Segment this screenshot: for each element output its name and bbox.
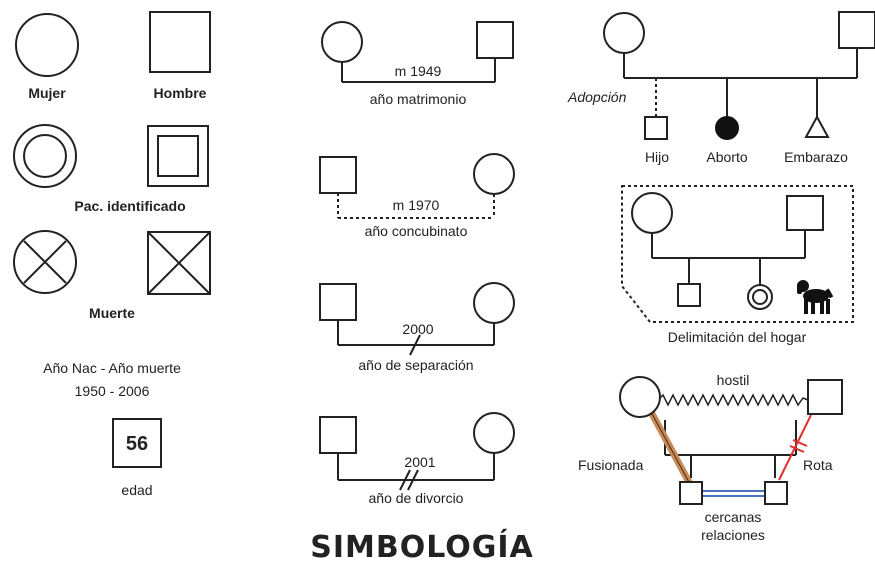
- birth-death-header: Año Nac - Año muerte: [43, 360, 181, 376]
- adoption-label: Adopción: [567, 89, 627, 105]
- household-label: Delimitación del hogar: [668, 329, 807, 345]
- relationships-diagram: [619, 376, 843, 505]
- identified-patient-label: Pac. identificado: [74, 198, 185, 214]
- cohabitation-year: m 1970: [393, 197, 440, 213]
- divorce-year: 2001: [404, 454, 435, 470]
- hostile-line: [657, 393, 809, 407]
- man-symbol: [476, 21, 514, 59]
- separation-label: año de separación: [358, 357, 473, 373]
- man-label: Hombre: [154, 85, 207, 101]
- separation-union: [319, 282, 515, 356]
- man-symbol: [149, 11, 211, 73]
- age-value: 56: [126, 433, 148, 455]
- pregnancy-label: Embarazo: [784, 149, 848, 165]
- divorce-label: año de divorcio: [369, 490, 464, 506]
- man-symbol: [786, 195, 824, 231]
- pregnancy-symbol: [804, 114, 830, 138]
- death-label: Muerte: [89, 305, 135, 321]
- cohabitation-label: año concubinato: [365, 223, 468, 239]
- close-label-line2: relaciones: [701, 527, 765, 543]
- man-symbol: [319, 156, 357, 194]
- age-label: edad: [121, 482, 152, 498]
- woman-symbol: [473, 153, 515, 195]
- man-symbol: [319, 416, 357, 454]
- woman-symbol: [631, 192, 673, 234]
- man-symbol: [319, 283, 357, 321]
- children-diagram: [603, 11, 875, 140]
- death-woman-symbol: [13, 230, 77, 294]
- identified-patient-man-symbol: [147, 125, 209, 187]
- woman-symbol: [603, 12, 645, 54]
- woman-symbol: [321, 21, 363, 63]
- child-symbol: [677, 283, 701, 307]
- child-symbol: [679, 481, 703, 505]
- woman-symbol: [15, 13, 79, 77]
- child-symbol: [644, 116, 668, 140]
- dog-icon: [797, 280, 834, 314]
- divorce-union: [319, 412, 515, 491]
- divorce-slash-1: [399, 469, 411, 491]
- death-man-symbol: [147, 231, 211, 295]
- page-title: SIMBOLOGÍA: [310, 529, 534, 562]
- woman-label: Mujer: [28, 85, 66, 101]
- divorce-slash-2: [407, 469, 419, 491]
- household-boundary: [621, 185, 854, 323]
- identified-patient-woman-symbol: [13, 124, 77, 188]
- household-diagram: [621, 185, 854, 323]
- child-symbol: [764, 481, 788, 505]
- marriage-label: año matrimonio: [370, 91, 467, 107]
- marriage-year: m 1949: [395, 63, 442, 79]
- woman-symbol: [473, 412, 515, 454]
- child-label: Hijo: [645, 149, 669, 165]
- hostile-label: hostil: [717, 372, 750, 388]
- woman-symbol: [473, 282, 515, 324]
- broken-label: Rota: [803, 457, 833, 473]
- woman-symbol: [619, 376, 661, 418]
- abortion-label: Aborto: [706, 149, 747, 165]
- man-symbol: [838, 11, 875, 49]
- man-symbol: [807, 379, 843, 415]
- close-label-line1: cercanas: [705, 509, 762, 525]
- marriage-union: [321, 21, 514, 83]
- separation-slash: [409, 334, 421, 356]
- abortion-symbol: [715, 116, 739, 140]
- birth-death-years: 1950 - 2006: [75, 383, 150, 399]
- cohabitation-union: [319, 153, 515, 219]
- separation-year: 2000: [402, 321, 433, 337]
- fused-label: Fusionada: [578, 457, 644, 473]
- age-symbol: [112, 418, 162, 468]
